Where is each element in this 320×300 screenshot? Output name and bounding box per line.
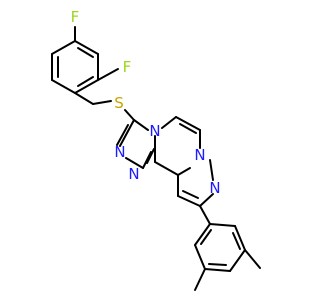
nitrogen-label-triazole-2: N — [128, 165, 139, 183]
sulfur-label: S — [114, 94, 124, 112]
double-bond-inner — [77, 47, 94, 58]
triazole-ring — [116, 119, 155, 169]
double-bond-inner — [77, 76, 94, 87]
double-bond-inner — [146, 148, 155, 164]
molecule-canvas: F F S N N N N N — [51, 8, 261, 291]
double-bond-inner — [116, 124, 129, 146]
bond-c-f — [97, 68, 119, 81]
bond-aryl — [199, 205, 211, 225]
double-bond-inner — [179, 123, 197, 134]
molecule-structure: F F S N N N N N — [51, 8, 261, 291]
pyrazole-ring — [177, 159, 214, 207]
double-bond-inner — [232, 232, 241, 250]
bond — [133, 119, 149, 131]
bond — [51, 40, 76, 55]
fluorine-label-top: F — [71, 8, 80, 26]
bond — [234, 225, 246, 251]
bond-n-n — [209, 159, 214, 181]
bond — [175, 116, 201, 131]
bond — [161, 116, 177, 129]
fluorine-label-ortho: F — [123, 58, 132, 76]
bond-benzyl — [74, 92, 94, 105]
bond — [74, 79, 99, 94]
bond — [229, 249, 246, 272]
bond — [177, 195, 201, 207]
double-bond-inner — [200, 229, 212, 245]
bond — [142, 151, 152, 169]
nitrogen-label-triazole-1: N — [114, 143, 125, 161]
bond-s-c — [124, 109, 135, 121]
dimethylphenyl-ring — [194, 223, 246, 272]
bond-methyl — [244, 249, 261, 269]
bond — [119, 119, 135, 147]
double-bond-inner — [208, 263, 227, 266]
nitrogen-label-pyrazole: N — [209, 179, 220, 197]
bond — [74, 40, 99, 55]
bond — [194, 223, 211, 246]
bond-c-s — [92, 100, 112, 105]
bond — [154, 161, 179, 176]
bond-methyl — [194, 268, 206, 291]
difluorophenyl-ring — [51, 40, 99, 94]
bond — [51, 79, 76, 94]
nitrogen-label-pyrazole-bridge: N — [194, 146, 205, 164]
bond — [194, 244, 206, 270]
nitrogen-label-fused: N — [149, 122, 160, 140]
bond — [177, 167, 191, 176]
bond — [125, 157, 144, 169]
bond — [199, 193, 214, 207]
bond — [204, 268, 231, 272]
double-bond-inner — [182, 190, 199, 199]
bond — [209, 223, 236, 227]
central-ring — [154, 116, 201, 176]
